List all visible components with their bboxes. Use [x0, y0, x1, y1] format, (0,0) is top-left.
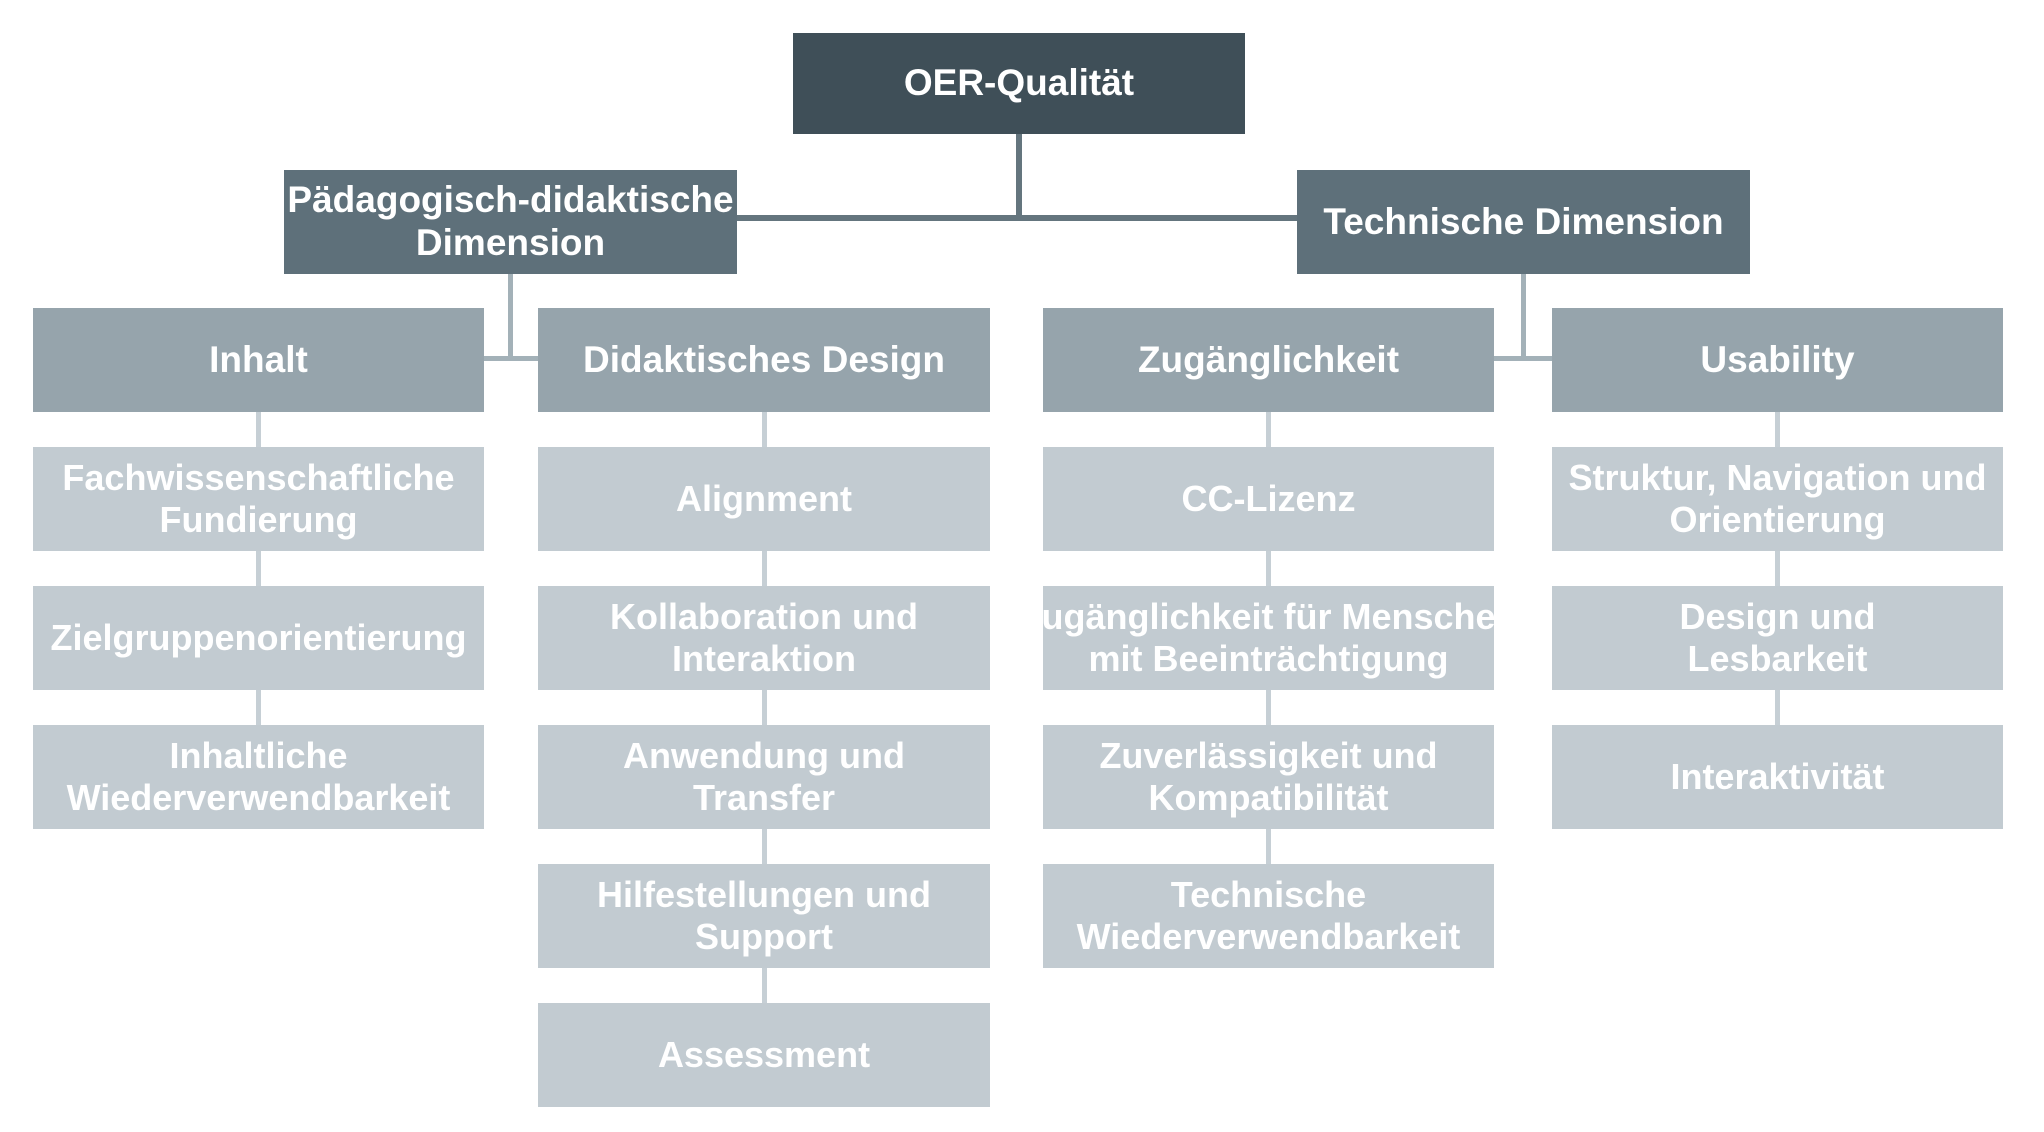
connector-column-inhalt — [256, 412, 261, 725]
item-node-zuverlaessigkeit-kompatibilitaet: Zuverlässigkeit und Kompatibilität — [1043, 725, 1494, 829]
column-header-didaktisches-design: Didaktisches Design — [538, 308, 990, 412]
column-header-label: Usability — [1700, 338, 1855, 380]
column-header-inhalt: Inhalt — [33, 308, 484, 412]
dimension-node-label: Pädagogisch-didaktische Dimension — [287, 179, 734, 263]
item-node-label: Struktur, Navigation und Orientierung — [1568, 457, 1987, 540]
item-node-hilfestellungen-support: Hilfestellungen und Support — [538, 864, 990, 968]
dimension-node-paedagogisch-didaktisch: Pädagogisch-didaktische Dimension — [284, 170, 737, 274]
item-node-fachwissenschaftliche-fundierung: Fachwissenschaftliche Fundierung — [33, 447, 484, 551]
item-node-zugaenglichkeit-menschen-beeintraechtigung: Zugänglichkeit für Menschen mit Beeinträ… — [1019, 586, 1518, 690]
item-node-label: Zugänglichkeit für Menschen mit Beeinträ… — [1019, 596, 1518, 679]
item-node-label: Zielgruppenorientierung — [50, 617, 467, 659]
column-header-label: Inhalt — [209, 338, 308, 380]
dimension-node-technisch: Technische Dimension — [1297, 170, 1750, 274]
column-header-label: Didaktisches Design — [583, 338, 945, 380]
item-node-label: Alignment — [676, 478, 852, 520]
connector-column-usability — [1775, 412, 1780, 725]
connector-column-didaktisches-design — [762, 412, 767, 1003]
item-node-alignment: Alignment — [538, 447, 990, 551]
item-node-zielgruppenorientierung: Zielgruppenorientierung — [33, 586, 484, 690]
item-node-struktur-navigation-orientierung: Struktur, Navigation und Orientierung — [1552, 447, 2003, 551]
connector-dim-right-horizontal — [1494, 356, 1552, 361]
item-node-label: Technische Wiederverwendbarkeit — [1076, 874, 1461, 957]
item-node-label: Kollaboration und Interaktion — [610, 596, 918, 679]
connector-dim-right-vertical — [1521, 274, 1526, 361]
item-node-assessment: Assessment — [538, 1003, 990, 1107]
item-node-label: Design und Lesbarkeit — [1679, 596, 1876, 679]
root-node-oer-qualitaet: OER-Qualität — [793, 33, 1245, 134]
item-node-technische-wiederverwendbarkeit: Technische Wiederverwendbarkeit — [1043, 864, 1494, 968]
item-node-anwendung-transfer: Anwendung und Transfer — [538, 725, 990, 829]
item-node-label: Assessment — [657, 1034, 871, 1076]
item-node-label: Inhaltliche Wiederverwendbarkeit — [66, 735, 451, 818]
column-header-zugaenglichkeit: Zugänglichkeit — [1043, 308, 1494, 412]
connector-root-horizontal — [737, 215, 1297, 221]
item-node-kollaboration-interaktion: Kollaboration und Interaktion — [538, 586, 990, 690]
column-header-usability: Usability — [1552, 308, 2003, 412]
root-node-label: OER-Qualität — [903, 62, 1135, 104]
item-node-label: Hilfestellungen und Support — [596, 874, 931, 957]
column-header-label: Zugänglichkeit — [1137, 338, 1400, 380]
item-node-label: CC-Lizenz — [1181, 478, 1356, 520]
dimension-node-label: Technische Dimension — [1323, 200, 1724, 242]
item-node-label: Zuverlässigkeit und Kompatibilität — [1099, 735, 1438, 818]
item-node-label: Interaktivität — [1670, 756, 1885, 798]
item-node-label: Fachwissenschaftliche Fundierung — [62, 457, 455, 540]
connector-dim-left-horizontal — [484, 356, 538, 361]
connector-root-vertical — [1016, 134, 1022, 221]
item-node-cc-lizenz: CC-Lizenz — [1043, 447, 1494, 551]
item-node-inhaltliche-wiederverwendbarkeit: Inhaltliche Wiederverwendbarkeit — [33, 725, 484, 829]
connector-dim-left-vertical — [508, 274, 513, 361]
item-node-design-lesbarkeit: Design und Lesbarkeit — [1552, 586, 2003, 690]
item-node-interaktivitaet: Interaktivität — [1552, 725, 2003, 829]
item-node-label: Anwendung und Transfer — [623, 735, 905, 818]
